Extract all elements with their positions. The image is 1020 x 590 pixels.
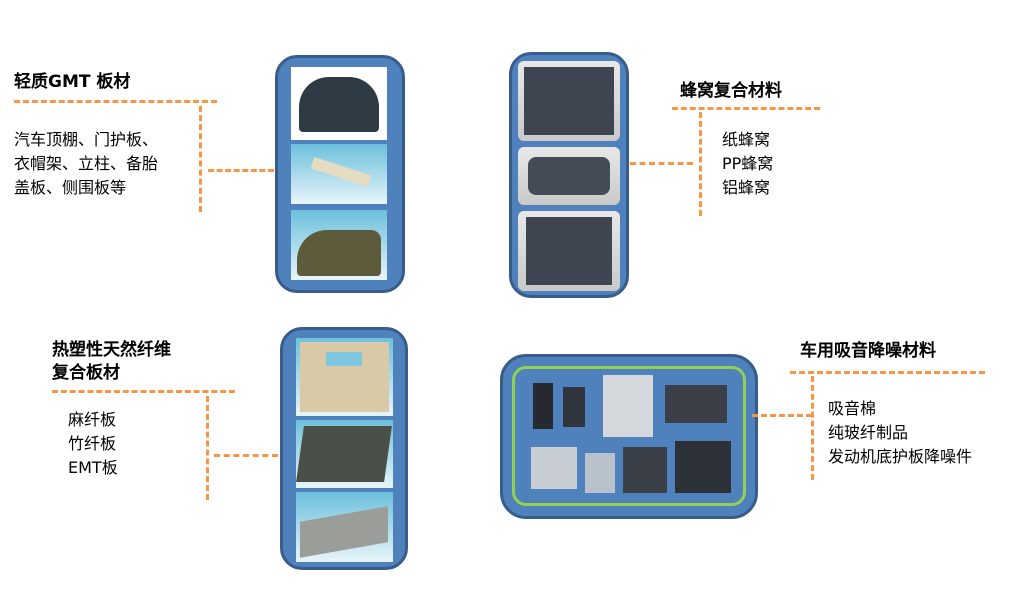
gmt-bracket: [199, 106, 202, 212]
natural-fiber-underline: [52, 390, 235, 393]
gmt-image-panel: [275, 55, 405, 293]
natural-fiber-connector: [214, 454, 278, 457]
acoustic-item: 纯玻纤制品: [828, 423, 909, 442]
acoustic-list: 吸音棉 纯玻纤制品 发动机底护板降噪件: [828, 397, 972, 469]
headliner-photo: [296, 338, 393, 416]
title-line: 热塑性天然纤维: [52, 340, 171, 360]
trunk-liner-photo: [296, 492, 393, 562]
natural-fiber-title: 热塑性天然纤维 复合板材: [52, 339, 171, 385]
natural-fiber-list: 麻纤板 竹纤板 EMT板: [68, 408, 118, 480]
natural-fiber-item: 麻纤板: [68, 410, 117, 429]
side-trim-photo: [291, 210, 387, 280]
honeycomb-bracket: [699, 112, 702, 216]
honeycomb-title: 蜂窝复合材料: [680, 81, 782, 101]
acoustic-parts-photo: [512, 366, 746, 506]
natural-fiber-bracket: [206, 396, 209, 500]
gmt-title: 轻质GMT 板材: [14, 72, 131, 92]
honeycomb-list: 纸蜂窝 PP蜂窝 铝蜂窝: [722, 128, 773, 200]
honeycomb-connector: [630, 162, 693, 165]
parcel-shelf-photo: [291, 67, 387, 140]
title-line: 复合板材: [52, 363, 120, 383]
acoustic-image-panel: [500, 354, 758, 519]
natural-fiber-item: 竹纤板: [68, 434, 117, 453]
honeycomb-underline: [672, 107, 820, 110]
gmt-item: 汽车顶棚、门护板、: [14, 130, 159, 149]
floor-board-photo: [518, 61, 620, 141]
honeycomb-item: 铝蜂窝: [722, 178, 771, 197]
fiber-board-photo: [296, 420, 393, 488]
panel-parts-photo: [291, 144, 387, 204]
honeycomb-item: PP蜂窝: [722, 154, 774, 173]
acoustic-connector: [752, 414, 812, 417]
acoustic-item: 吸音棉: [828, 399, 877, 418]
acoustic-title: 车用吸音降噪材料: [800, 341, 936, 361]
honeycomb-item: 纸蜂窝: [722, 130, 771, 149]
gmt-item: 衣帽架、立柱、备胎: [14, 154, 159, 173]
trunk-board-photo: [518, 147, 620, 205]
gmt-underline: [14, 100, 217, 103]
acoustic-underline: [790, 371, 985, 374]
spare-tire-cover-photo: [518, 211, 620, 291]
natural-fiber-item: EMT板: [68, 458, 118, 477]
acoustic-item: 发动机底护板降噪件: [828, 447, 973, 466]
gmt-list: 汽车顶棚、门护板、 衣帽架、立柱、备胎 盖板、侧围板等: [14, 128, 158, 200]
honeycomb-image-panel: [509, 52, 629, 298]
acoustic-bracket: [811, 376, 814, 480]
gmt-item: 盖板、侧围板等: [14, 178, 127, 197]
natural-fiber-image-panel: [280, 327, 408, 570]
gmt-connector: [208, 169, 274, 172]
